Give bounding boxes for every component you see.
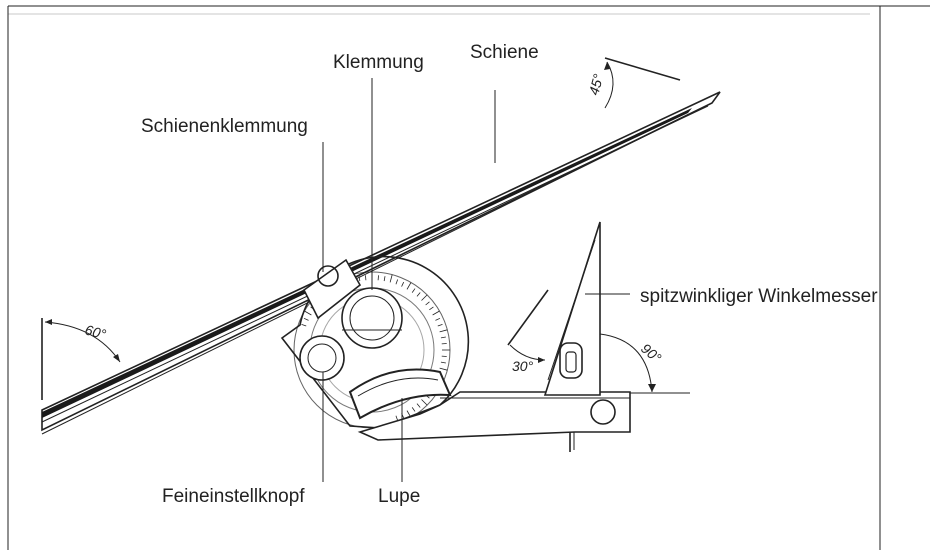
angle-60-marker [41, 318, 121, 400]
rail-clamp [302, 258, 362, 320]
fine-adjust-knob [299, 335, 345, 381]
scale-tick [304, 310, 312, 316]
scale-tick [439, 367, 448, 371]
scale-tick [416, 403, 421, 408]
angle-label-30: 30° [512, 358, 534, 374]
angle-label-60: 60° [83, 321, 108, 342]
scale-tick [421, 399, 428, 406]
scale-tick [301, 323, 307, 327]
label-spitzwinkliger-winkelmesser: spitzwinkliger Winkelmesser [640, 286, 878, 307]
scale-tick [383, 276, 386, 282]
scale-tick [395, 279, 399, 285]
scale-tick [303, 317, 309, 321]
magnifier [348, 368, 452, 420]
label-schienenklemmung: Schienenklemmung [141, 116, 308, 137]
scale-tick [440, 336, 446, 339]
scale-tick [440, 361, 446, 364]
scale-tick [439, 329, 448, 333]
angle-45-marker [604, 57, 681, 109]
scale-tick [437, 323, 443, 327]
leader-lines [322, 78, 496, 482]
angle-label-90: 90° [638, 340, 665, 366]
base-arm [357, 391, 690, 452]
label-feineinstellknopf: Feineinstellknopf [162, 486, 305, 507]
scale-tick [429, 306, 434, 311]
scale-tick [406, 282, 412, 290]
clamp-knob [341, 287, 403, 349]
scale-tick [401, 281, 405, 287]
label-lupe: Lupe [378, 486, 420, 507]
angle-90-marker [599, 333, 656, 393]
scale-tick [411, 407, 416, 412]
scale-tick [389, 274, 393, 283]
acute-angle-attachment [507, 221, 630, 396]
scale-tick [411, 288, 416, 293]
scale-tick [416, 292, 421, 297]
scale-tick [425, 301, 430, 306]
scale-tick [358, 276, 361, 282]
label-klemmung: Klemmung [333, 52, 424, 73]
rail [41, 91, 721, 435]
frame [7, 5, 930, 550]
scale-tick [432, 310, 440, 316]
scale-tick [395, 415, 399, 421]
label-schiene: Schiene [470, 42, 539, 63]
scale-tick [421, 294, 428, 301]
scale-tick [435, 317, 441, 321]
angle-label-45: 45° [585, 72, 606, 97]
